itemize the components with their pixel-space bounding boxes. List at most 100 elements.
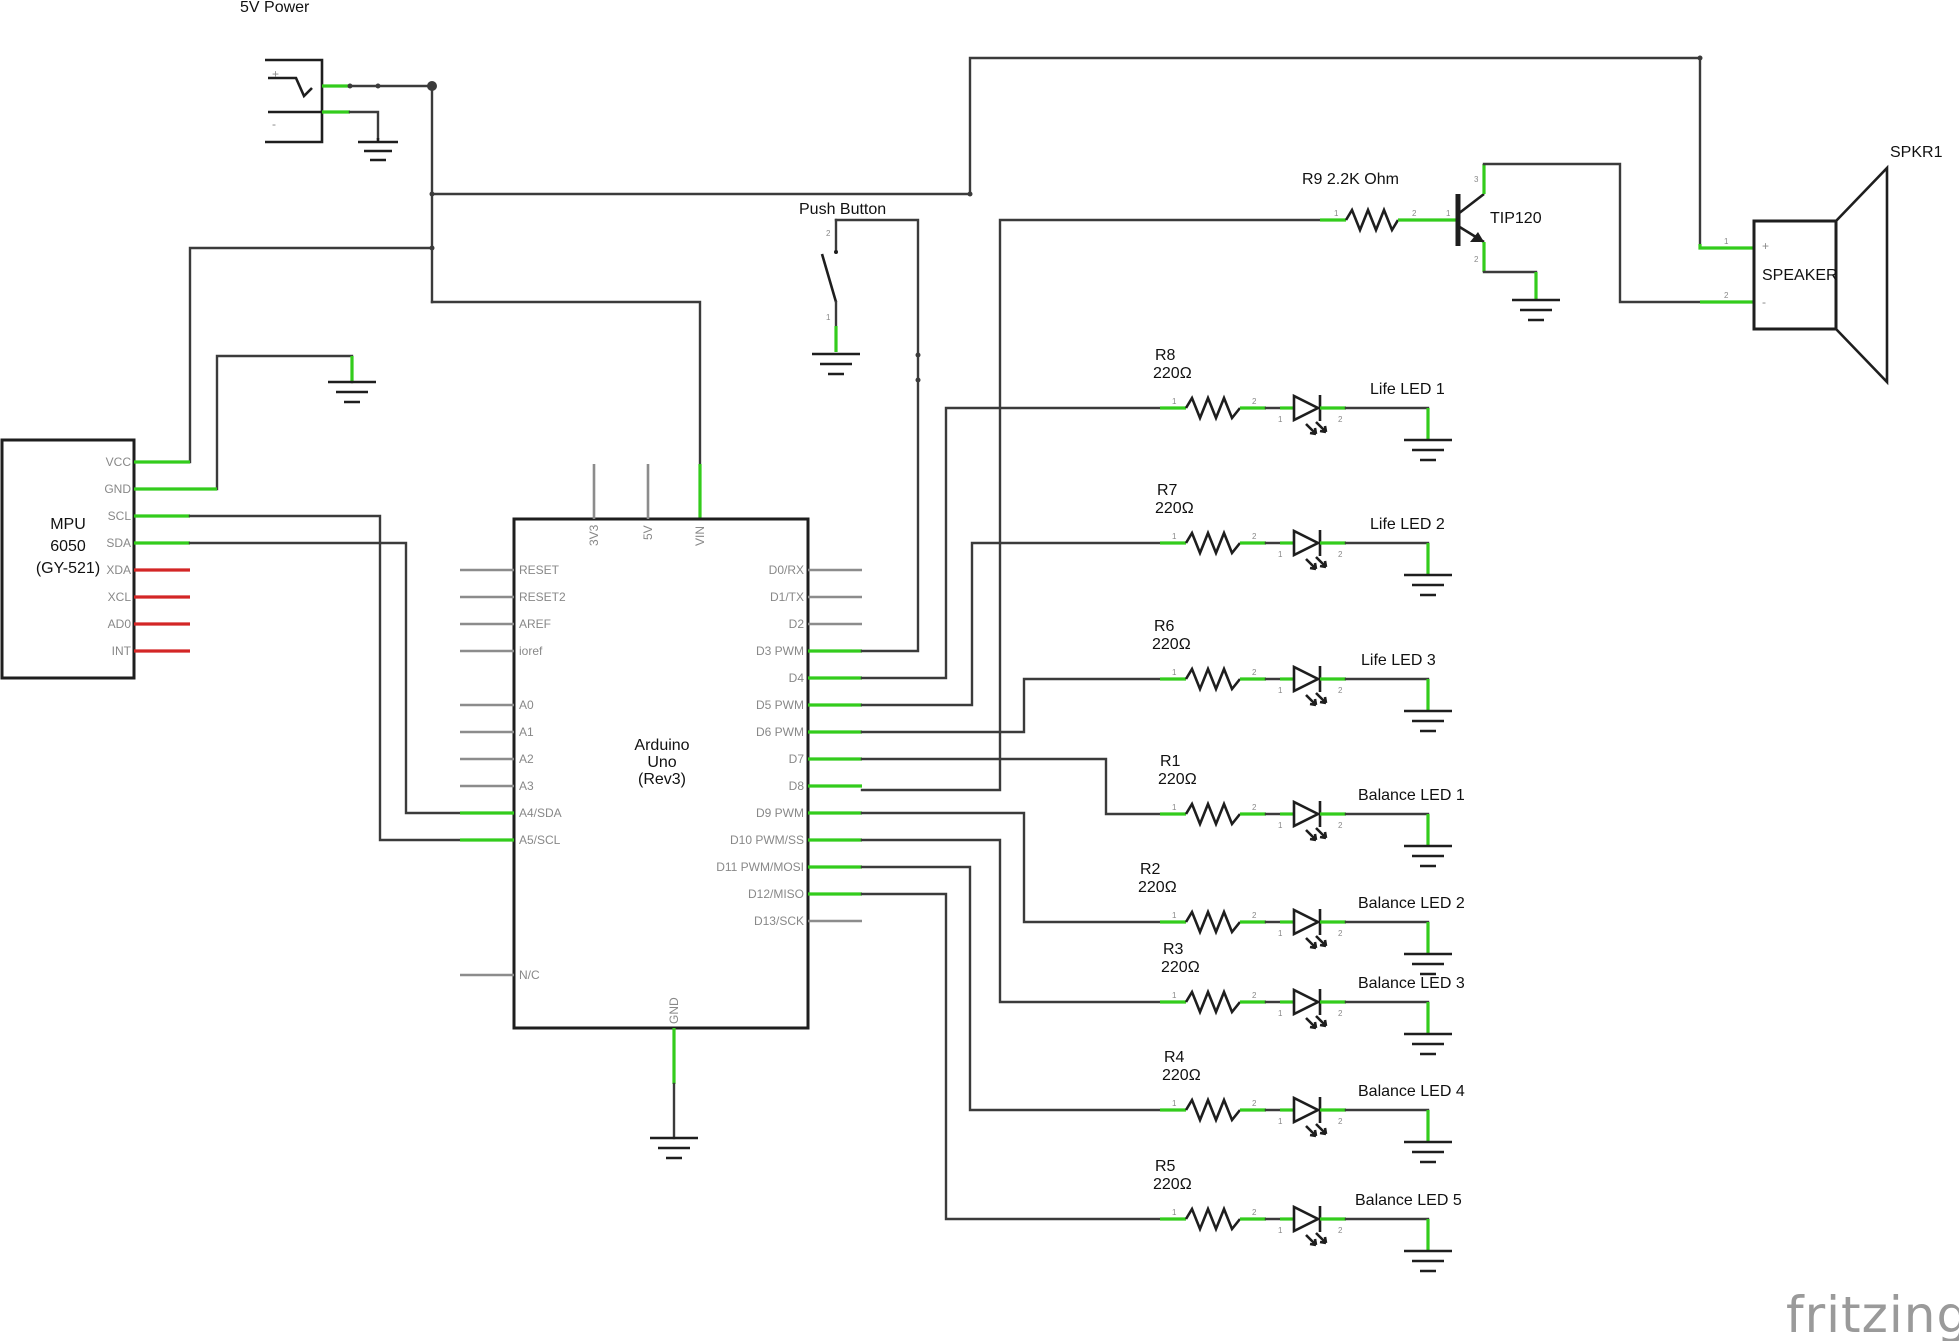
mpu-pin-sda: SDA xyxy=(106,536,131,550)
led-pin1: 1 xyxy=(1278,415,1283,424)
base-resistor-label: R9 2.2K Ohm xyxy=(1302,171,1399,188)
arduino-pin-d4: D4 xyxy=(789,671,805,685)
speaker-plus-symbol: + xyxy=(1762,239,1769,253)
led-label: Balance LED 3 xyxy=(1358,975,1465,992)
transistor-pin-e: 2 xyxy=(1474,255,1479,264)
arduino-name-line2: Uno xyxy=(647,754,676,771)
resistor-pin1: 1 xyxy=(1172,803,1177,812)
led-ground-symbol xyxy=(1404,1032,1452,1056)
resistor-ref-label: R8 xyxy=(1155,347,1176,364)
led-row-wire xyxy=(860,838,1162,1004)
led-pin2: 2 xyxy=(1338,1117,1343,1126)
arduino-pin-a0: A0 xyxy=(519,698,534,712)
mpu-pin-scl: SCL xyxy=(108,509,132,523)
resistor-pin1: 1 xyxy=(1172,1208,1177,1217)
led-row-wire xyxy=(860,892,1162,1221)
led-pin2: 2 xyxy=(1338,1009,1343,1018)
arduino-name-line3: (Rev3) xyxy=(638,771,686,788)
arduino-pin-3v3: 3V3 xyxy=(587,524,601,546)
led-label: Balance LED 4 xyxy=(1358,1083,1465,1100)
resistor-pin2: 2 xyxy=(1252,532,1257,541)
power-label: 5V Power xyxy=(240,0,310,16)
led-pin2: 2 xyxy=(1338,686,1343,695)
resistor-ref-label: R4 xyxy=(1164,1049,1185,1066)
resistor-ref-label: R6 xyxy=(1154,618,1175,635)
resistor-pin2: 2 xyxy=(1252,668,1257,677)
led-light-arrows xyxy=(1305,556,1328,571)
mpu-ground-wire xyxy=(215,354,376,491)
mpu-name-line2: 6050 xyxy=(50,538,86,555)
resistor-symbol xyxy=(1184,908,1242,936)
fritzing-logo-text: fritzing xyxy=(1786,1286,1959,1341)
led-light-arrows xyxy=(1305,1123,1328,1138)
mpu-pin-vcc: VCC xyxy=(106,455,132,469)
led-ground-symbol xyxy=(1404,1140,1452,1164)
resistor-pin2: 2 xyxy=(1252,1208,1257,1217)
resistor-value-label: 220Ω xyxy=(1153,1176,1192,1193)
led-light-arrows xyxy=(1305,1015,1328,1030)
mpu-pin-xda: XDA xyxy=(106,563,131,577)
led-symbol xyxy=(1292,1095,1321,1125)
arduino-pin-ioref: ioref xyxy=(519,644,543,658)
transistor-pin-b: 1 xyxy=(1446,209,1451,218)
resistor-value-label: 220Ω xyxy=(1153,365,1192,382)
arduino-pin-d0: D0/RX xyxy=(769,563,804,577)
arduino-name-line1: Arduino xyxy=(634,737,689,754)
led-label: Life LED 1 xyxy=(1370,381,1445,398)
resistor-pin1: 1 xyxy=(1172,991,1177,1000)
led-ground-symbol xyxy=(1404,573,1452,597)
led-pin1: 1 xyxy=(1278,929,1283,938)
arduino-pin-d10: D10 PWM/SS xyxy=(730,833,804,847)
arduino-pin-d2: D2 xyxy=(789,617,805,631)
arduino-uno-board: Arduino Uno (Rev3) 3V3 5V VIN GND RESET … xyxy=(460,464,862,1160)
resistor-pin2: 2 xyxy=(1252,803,1257,812)
i2c-wires xyxy=(188,514,462,842)
resistor-ref-label: R5 xyxy=(1155,1158,1176,1175)
led-pin2: 2 xyxy=(1338,415,1343,424)
arduino-pin-a4-sda: A4/SDA xyxy=(519,806,562,820)
arduino-pin-d8: D8 xyxy=(789,779,805,793)
arduino-pin-vin: VIN xyxy=(693,526,707,546)
arduino-pin-a5-scl: A5/SCL xyxy=(519,833,561,847)
resistor-pin1: 1 xyxy=(1172,668,1177,677)
ground-symbol-power xyxy=(358,138,398,162)
led-row-wire xyxy=(860,677,1162,734)
arduino-pin-d13: D13/SCK xyxy=(754,914,804,928)
push-button-pin1: 1 xyxy=(826,313,831,322)
led-pin2: 2 xyxy=(1338,929,1343,938)
resistor-symbol xyxy=(1184,1096,1242,1124)
led-symbol xyxy=(1292,528,1321,558)
resistor-symbol xyxy=(1184,1205,1242,1233)
power-bus-wires xyxy=(188,55,1758,520)
led-label: Balance LED 1 xyxy=(1358,787,1465,804)
resistor-pin1: 1 xyxy=(1172,397,1177,406)
led-light-arrows xyxy=(1305,1232,1328,1247)
tip120-driver: R9 2.2K Ohm TIP120 1 2 1 3 2 xyxy=(860,162,1758,792)
speaker-pin2: 2 xyxy=(1724,291,1729,300)
resistor-value-label: 220Ω xyxy=(1152,636,1191,653)
led-label: Balance LED 2 xyxy=(1358,895,1465,912)
led-pin1: 1 xyxy=(1278,1009,1283,1018)
led-light-arrows xyxy=(1305,692,1328,707)
resistor-symbol xyxy=(1184,800,1242,828)
resistor-pin2: 2 xyxy=(1252,911,1257,920)
led-pin1: 1 xyxy=(1278,550,1283,559)
mpu-pin-gnd: GND xyxy=(104,482,131,496)
resistor-value-label: 220Ω xyxy=(1138,879,1177,896)
led-pin1: 1 xyxy=(1278,821,1283,830)
arduino-pin-gnd: GND xyxy=(667,997,681,1024)
arduino-pin-aref: AREF xyxy=(519,617,551,631)
led-label: Life LED 3 xyxy=(1361,652,1436,669)
speaker-ref: SPKR1 xyxy=(1890,144,1943,161)
power-jack: 5V Power + - xyxy=(240,0,437,144)
arduino-pin-d7: D7 xyxy=(789,752,805,766)
arduino-pin-d11: D11 PWM/MOSI xyxy=(716,860,804,874)
resistor-ref-label: R3 xyxy=(1163,941,1184,958)
led-symbol xyxy=(1292,664,1321,694)
led-symbol xyxy=(1292,987,1321,1017)
